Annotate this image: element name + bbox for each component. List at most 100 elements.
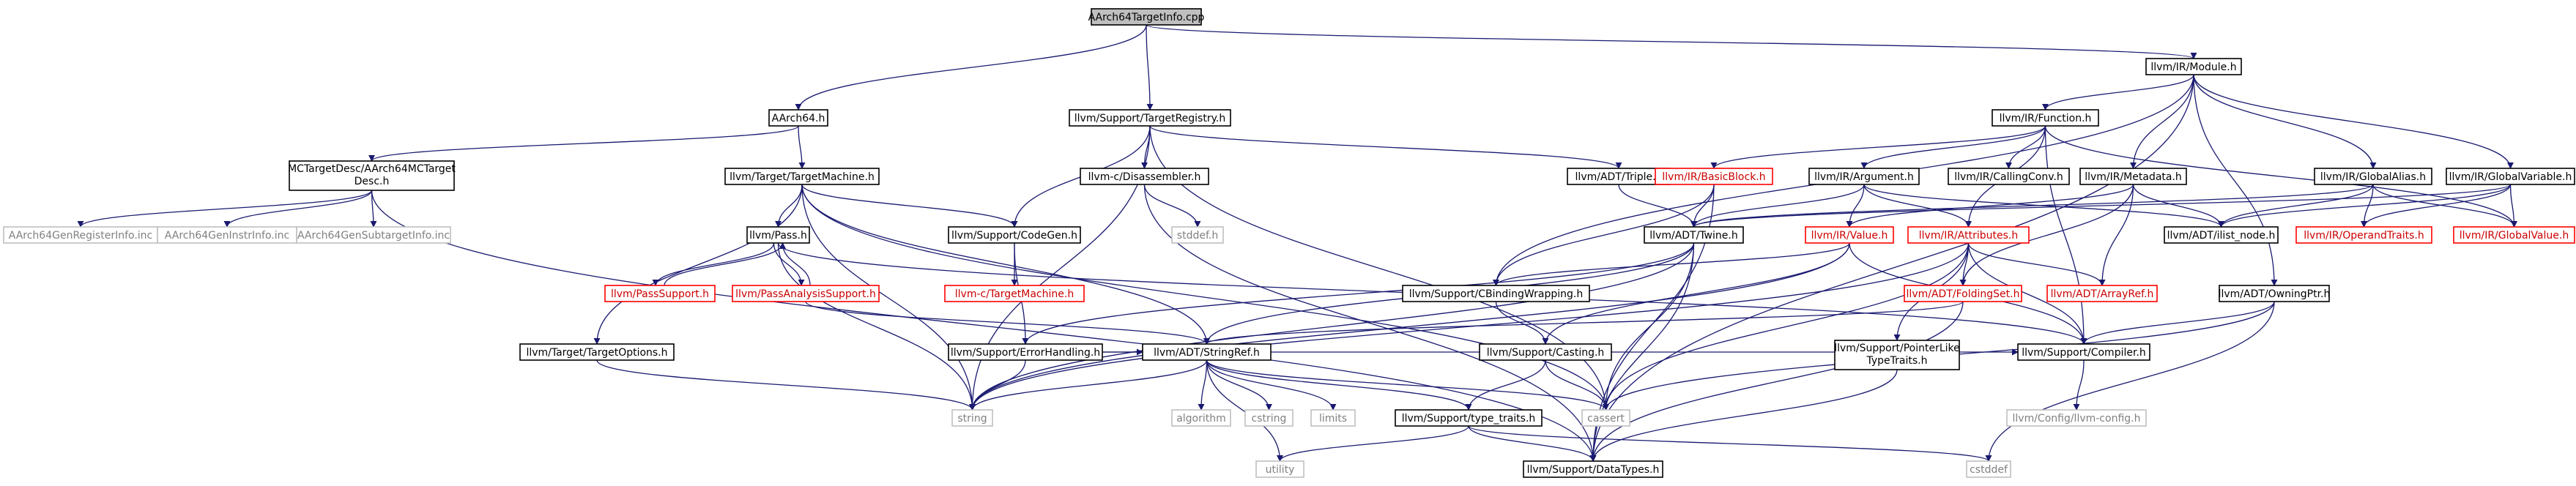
edge-typetraits-to-cstddef [1468,425,1992,462]
edge-targetmachine-to-stringref [801,184,1211,345]
node-attributes[interactable]: llvm/IR/Attributes.h [1907,226,2030,244]
node-triple[interactable]: llvm/ADT/Triple.h [1567,168,1671,185]
node-twine[interactable]: llvm/ADT/Twine.h [1644,226,1744,244]
node-root[interactable]: AArch64TargetInfo.cpp [1088,8,1205,26]
node-label-string: string [957,413,987,425]
node-arrayref[interactable]: llvm/ADT/ArrayRef.h [2046,285,2158,302]
node-operandtraits[interactable]: llvm/IR/OperandTraits.h [2295,226,2432,244]
edge-passanalysis-to-pass [779,242,811,286]
edge-module-to-function [2042,74,2194,111]
node-value[interactable]: llvm/IR/Value.h [1805,226,1894,244]
node-stringref[interactable]: llvm/ADT/StringRef.h [1142,343,1272,361]
node-globalvalue[interactable]: llvm/IR/GlobalValue.h [2453,226,2575,244]
node-basicblock[interactable]: llvm/IR/BasicBlock.h [1655,168,1773,185]
node-datatypes[interactable]: llvm/Support/DataTypes.h [1523,460,1663,478]
node-c_targetmachine[interactable]: llvm-c/TargetMachine.h [944,285,1085,302]
node-box-compiler [2017,343,2150,361]
node-label-metadata: llvm/IR/Metadata.h [2085,171,2182,183]
edge-owningptr-to-compiler [2080,301,2275,345]
node-label-triple: llvm/ADT/Triple.h [1575,171,1663,183]
node-label-aarch64h: AArch64.h [772,113,825,124]
node-ilistnode[interactable]: llvm/ADT/ilist_node.h [2164,226,2279,244]
node-box-llvmconfig [2006,409,2147,427]
node-label-reginfo: AArch64GenRegisterInfo.inc [9,230,153,242]
node-label-stringref: llvm/ADT/StringRef.h [1154,347,1260,359]
node-cassert: cassert [1581,409,1630,427]
node-typetraits[interactable]: llvm/Support/type_traits.h [1395,409,1543,427]
node-utility: utility [1255,460,1304,478]
node-label-operandtraits: llvm/IR/OperandTraits.h [2304,230,2424,242]
edge-targetoptions-to-string [596,359,976,411]
edge-pointerlike-to-datatypes [1589,369,1898,462]
node-box-typetraits [1395,409,1543,427]
node-codegen[interactable]: llvm/Support/CodeGen.h [948,226,1081,244]
node-cstring: cstring [1244,409,1293,427]
edge-globalalias-to-globalvalue [2372,184,2517,228]
node-label-cbinding: llvm/Support/CBindingWrapping.h [1409,288,1583,300]
edge-stringref-to-cstring [1206,359,1273,411]
node-label-passsupport: llvm/PassSupport.h [611,288,709,300]
edge-globalvariable-to-twine [1690,184,2512,228]
edge-globalalias-to-ilistnode [2218,184,2374,228]
node-casting[interactable]: llvm/Support/Casting.h [1479,343,1612,361]
node-passanalysis[interactable]: llvm/PassAnalysisSupport.h [732,285,880,302]
node-targetmachine[interactable]: llvm/Target/TargetMachine.h [724,168,880,185]
node-label-value: llvm/IR/Value.h [1811,230,1888,242]
edge-targetregistry-to-triple [1149,125,1622,169]
node-passsupport[interactable]: llvm/PassSupport.h [604,285,716,302]
node-box-passanalysis [732,285,880,302]
edge-function-to-compiler [2044,125,2087,345]
node-errorhandling[interactable]: llvm/Support/ErrorHandling.h [948,343,1103,361]
node-targetregistry[interactable]: llvm/Support/TargetRegistry.h [1069,109,1231,127]
node-label-pointerlike: llvm/Support/PointerLike [1834,343,1960,354]
node-box-operandtraits [2295,226,2432,244]
edge-errorhandling-to-string [968,359,1026,411]
edge-targetmachine-to-string [801,184,976,411]
node-label-llvmconfig: llvm/Config/llvm-config.h [2013,413,2141,425]
node-label-casting: llvm/Support/Casting.h [1487,347,1605,359]
edge-basicblock-to-cbinding [1492,184,1715,286]
node-label-limits: limits [1319,413,1347,425]
node-label-function: llvm/IR/Function.h [2000,113,2092,124]
node-module[interactable]: llvm/IR/Module.h [2145,58,2242,75]
node-box-callingconv [1948,168,2070,185]
node-foldingset[interactable]: llvm/ADT/FoldingSet.h [1904,285,2022,302]
node-callingconv[interactable]: llvm/IR/CallingConv.h [1948,168,2070,185]
node-argument[interactable]: llvm/IR/Argument.h [1808,168,1920,185]
node-box-attributes [1907,226,2030,244]
node-box-cbinding [1402,285,1590,302]
node-compiler[interactable]: llvm/Support/Compiler.h [2017,343,2150,361]
node-pass[interactable]: llvm/Pass.h [746,226,810,244]
edge-module-to-globalalias [2193,74,2377,169]
edge-metadata-to-foldingset [1959,184,2134,286]
node-box-globalalias [2314,168,2432,185]
node-cbinding[interactable]: llvm/Support/CBindingWrapping.h [1402,285,1590,302]
node-globalalias[interactable]: llvm/IR/GlobalAlias.h [2314,168,2432,185]
edge-module-to-metadata [2129,74,2194,169]
node-box-ilistnode [2164,226,2279,244]
node-owningptr[interactable]: llvm/ADT/OwningPtr.h [2219,285,2331,302]
edge-stringref-to-typetraits [1206,359,1472,411]
edge-stringref-to-string [969,359,1208,411]
node-aarch64h[interactable]: AArch64.h [768,109,828,127]
node-targetoptions[interactable]: llvm/Target/TargetOptions.h [519,343,675,361]
node-disassembler[interactable]: llvm-c/Disassembler.h [1080,168,1209,185]
edge-function-to-basicblock [1710,125,2046,169]
node-label-targetmachine: llvm/Target/TargetMachine.h [730,171,875,183]
node-box-algorithm [1171,409,1231,427]
edge-module-to-datatypes [1589,74,2194,462]
node-globalvariable[interactable]: llvm/IR/GlobalVariable.h [2446,168,2575,185]
edge-value-to-cbinding [1493,242,1850,286]
node-function[interactable]: llvm/IR/Function.h [1992,109,2099,127]
edge-root-to-targetregistry [1146,24,1154,111]
edge-argument-to-value [1846,184,1865,228]
node-label-cstring: cstring [1252,413,1287,425]
node-label-arrayref: llvm/ADT/ArrayRef.h [2051,288,2154,300]
node-metadata[interactable]: llvm/IR/Metadata.h [2079,168,2187,185]
node-box-cassert [1581,409,1630,427]
edge-module-to-globalvariable [2193,74,2514,169]
edge-function-to-callingconv [2005,125,2046,169]
node-reginfo: AArch64GenRegisterInfo.inc [3,226,158,244]
